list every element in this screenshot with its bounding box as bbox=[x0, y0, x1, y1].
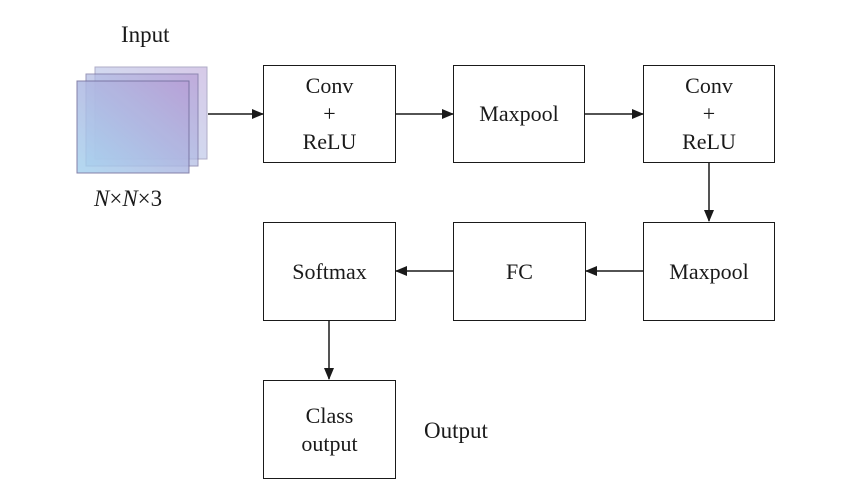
conv2-line-2: + bbox=[702, 101, 716, 126]
input-dim-times2: × bbox=[137, 186, 151, 211]
conv-relu-block-2: Conv + ReLU bbox=[643, 65, 775, 163]
conv1-line-2: + bbox=[323, 101, 336, 126]
conv2-line-3: ReLU bbox=[682, 129, 736, 154]
class-line-2: output bbox=[301, 430, 358, 456]
fc-block: FC bbox=[453, 222, 586, 321]
softmax-line-1: Softmax bbox=[292, 258, 367, 284]
input-dim-times1: × bbox=[109, 186, 123, 211]
class-line-1: Class bbox=[305, 402, 354, 428]
maxpool-block-1: Maxpool bbox=[453, 65, 585, 163]
pool2-line-1: Maxpool bbox=[669, 258, 749, 284]
conv1-line-1: Conv bbox=[305, 73, 354, 98]
output-label: Output bbox=[424, 418, 488, 443]
input-dim-n1: N bbox=[94, 186, 110, 211]
conv2-line-1: Conv bbox=[685, 73, 733, 98]
softmax-block: Softmax bbox=[263, 222, 396, 321]
pool1-line-1: Maxpool bbox=[479, 101, 559, 126]
conv1-line-3: ReLU bbox=[302, 129, 357, 154]
input-layer-front bbox=[76, 80, 190, 174]
input-image-stack-icon bbox=[76, 66, 208, 174]
maxpool-block-2: Maxpool bbox=[643, 222, 775, 321]
input-title: Input bbox=[121, 22, 170, 47]
fc-line-1: FC bbox=[506, 258, 533, 284]
conv-relu-block-1: Conv + ReLU bbox=[263, 65, 396, 163]
class-output-block: Class output bbox=[263, 380, 396, 479]
input-dim-channels: 3 bbox=[150, 186, 163, 211]
input-dim-n2: N bbox=[122, 186, 138, 211]
input-dimension: N×N×3 bbox=[94, 186, 162, 212]
